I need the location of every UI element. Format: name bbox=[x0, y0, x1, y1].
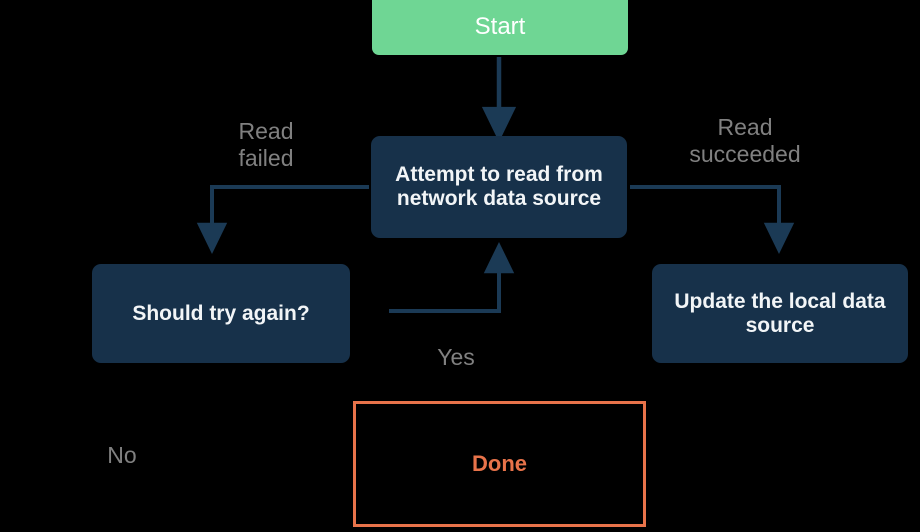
node-attempt-read[interactable]: Attempt to read from network data source bbox=[371, 136, 627, 238]
node-update-local-source-label: Update the local data source bbox=[674, 289, 886, 337]
edge-label-no: No bbox=[107, 442, 137, 468]
node-should-try-again[interactable]: Should try again? bbox=[92, 264, 350, 363]
node-start-label: Start bbox=[474, 13, 526, 41]
node-done-label: Done bbox=[472, 450, 527, 476]
node-done[interactable]: Done bbox=[353, 401, 646, 527]
node-should-try-again-label: Should try again? bbox=[132, 301, 310, 325]
edge-label-yes: Yes bbox=[437, 344, 475, 370]
edge-retry-yes-to-attempt bbox=[389, 241, 515, 313]
edge-label-read-failed: Read failed bbox=[238, 118, 294, 172]
node-attempt-read-label: Attempt to read from network data source bbox=[395, 163, 603, 210]
edge-label-read-succeeded: Read succeeded bbox=[689, 114, 801, 168]
node-start[interactable]: Start bbox=[372, 0, 628, 55]
edge-attempt-to-update bbox=[630, 185, 795, 255]
node-update-local-source[interactable]: Update the local data source bbox=[652, 264, 908, 363]
edge-attempt-to-retry bbox=[196, 185, 369, 255]
